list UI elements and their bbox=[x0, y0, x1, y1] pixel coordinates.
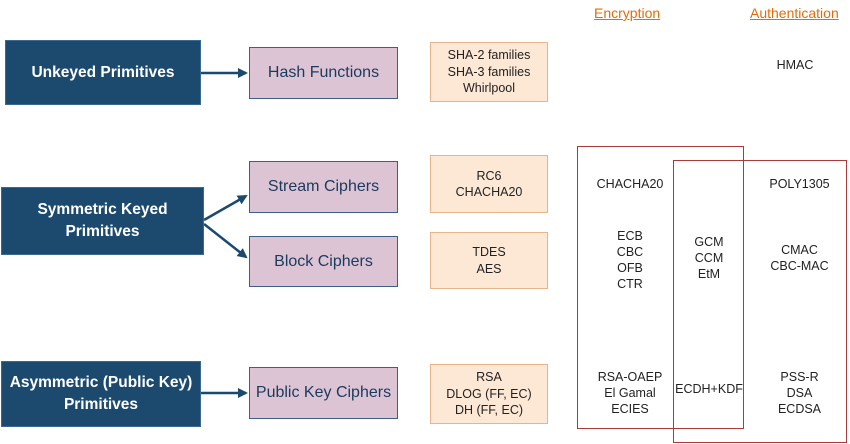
stream-algorithms-box: RC6 CHACHA20 bbox=[430, 155, 548, 213]
encryption-region bbox=[577, 146, 744, 429]
arrow-symmetric-block bbox=[203, 223, 248, 259]
algorithm-item: Whirlpool bbox=[462, 81, 516, 96]
algorithm-item: RC6 bbox=[476, 168, 502, 183]
authenticated-encryption-modes: GCM CCM EtM bbox=[674, 234, 744, 282]
symmetric-primitives-box: Symmetric Keyed Primitives bbox=[1, 187, 204, 255]
hash-functions-box: Hash Functions bbox=[249, 47, 398, 99]
encryption-public-key-schemes: RSA-OAEP El Gamal ECIES bbox=[585, 369, 675, 417]
arrow-symmetric-stream bbox=[203, 194, 248, 222]
auth-item: CBC-MAC bbox=[770, 259, 829, 273]
combined-item: EtM bbox=[697, 267, 721, 281]
algorithm-item: SHA-3 families bbox=[447, 64, 531, 79]
algorithm-item: CHACHA20 bbox=[455, 185, 523, 199]
encryption-item: El Gamal bbox=[604, 386, 656, 400]
stream-ciphers-box: Stream Ciphers bbox=[249, 161, 398, 213]
asymmetric-primitives-label-2: Primitives bbox=[63, 396, 139, 413]
block-ciphers-box: Block Ciphers bbox=[249, 236, 398, 287]
asymmetric-primitives-box: Asymmetric (Public Key) Primitives bbox=[1, 361, 201, 427]
encryption-header: Encryption bbox=[594, 5, 661, 21]
public-key-ciphers-box: Public Key Ciphers bbox=[249, 367, 398, 419]
algorithm-item: RSA bbox=[476, 370, 502, 385]
unkeyed-primitives-box: Unkeyed Primitives bbox=[5, 40, 201, 105]
unkeyed-primitives-label: Unkeyed Primitives bbox=[31, 63, 175, 81]
hash-functions-label: Hash Functions bbox=[267, 64, 380, 81]
algorithm-item: SHA-2 families bbox=[447, 48, 531, 63]
encryption-item: CTR bbox=[617, 277, 643, 291]
authentication-header: Authentication bbox=[750, 5, 839, 21]
public-key-ciphers-label: Public Key Ciphers bbox=[255, 384, 392, 401]
encryption-item: CBC bbox=[616, 245, 644, 259]
symmetric-primitives-label-2: Primitives bbox=[65, 223, 140, 240]
auth-item: ECDSA bbox=[777, 402, 822, 416]
authentication-signatures: PSS-R DSA ECDSA bbox=[752, 369, 847, 417]
encryption-item: ECIES bbox=[611, 402, 649, 416]
hash-algorithms-box: SHA-2 families SHA-3 families Whirlpool bbox=[430, 42, 548, 102]
auth-item: CMAC bbox=[781, 243, 818, 257]
encryption-stream-text: CHACHA20 bbox=[585, 176, 675, 192]
encryption-item: CHACHA20 bbox=[596, 177, 664, 191]
algorithm-item: AES bbox=[476, 261, 502, 276]
authentication-region bbox=[673, 160, 847, 443]
ecdh-kdf-text: ECDH+KDF bbox=[674, 381, 744, 397]
authentication-block-macs: CMAC CBC-MAC bbox=[752, 242, 847, 274]
auth-item: HMAC bbox=[776, 58, 814, 72]
auth-item: POLY1305 bbox=[769, 177, 830, 191]
block-algorithms-box: TDES AES bbox=[430, 232, 548, 289]
symmetric-primitives-label-1: Symmetric Keyed bbox=[37, 201, 168, 218]
auth-item: DSA bbox=[786, 386, 813, 400]
block-ciphers-label: Block Ciphers bbox=[274, 252, 373, 270]
algorithm-item: TDES bbox=[472, 245, 506, 259]
asymmetric-primitives-label-1: Asymmetric (Public Key) bbox=[9, 374, 193, 391]
stream-ciphers-label: Stream Ciphers bbox=[267, 178, 380, 195]
combined-item: ECDH+KDF bbox=[675, 382, 743, 396]
encryption-block-modes: ECB CBC OFB CTR bbox=[585, 228, 675, 292]
encryption-item: OFB bbox=[617, 261, 643, 275]
auth-item: PSS-R bbox=[780, 370, 819, 384]
public-key-algorithms-box: RSA DLOG (FF, EC) DH (FF, EC) bbox=[430, 364, 548, 424]
algorithm-item: DLOG (FF, EC) bbox=[446, 386, 532, 401]
combined-item: GCM bbox=[694, 235, 724, 249]
algorithm-item: DH (FF, EC) bbox=[454, 403, 524, 418]
hmac-text: HMAC bbox=[760, 57, 830, 73]
encryption-item: ECB bbox=[617, 229, 643, 243]
encryption-item: RSA-OAEP bbox=[597, 370, 663, 384]
authentication-stream-text: POLY1305 bbox=[752, 176, 847, 192]
combined-item: CCM bbox=[694, 251, 724, 265]
